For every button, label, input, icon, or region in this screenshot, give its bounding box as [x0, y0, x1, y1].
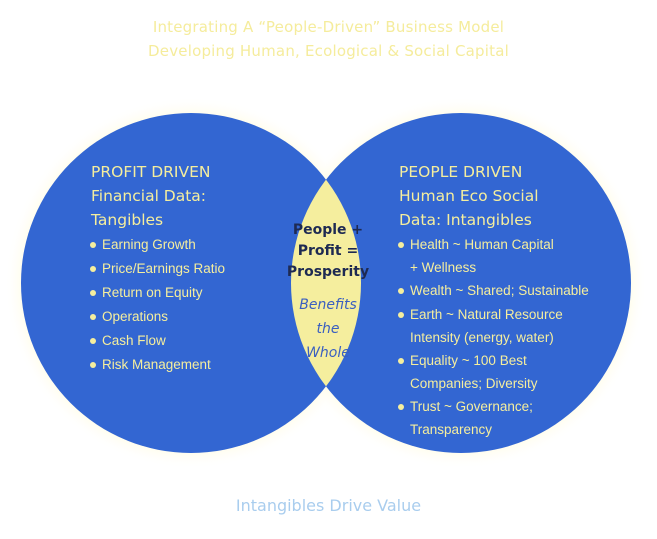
left-heading-line2: Financial Data: — [91, 187, 207, 205]
equation-line1: People + — [292, 222, 364, 238]
list-item: Return on Equity — [90, 281, 225, 305]
list-item-continuation: Transparency — [410, 422, 493, 437]
left-heading-line1: PROFIT DRIVEN — [91, 163, 211, 181]
bullet-icon — [398, 288, 404, 294]
list-item: Trust ~ Governance; Transparency — [398, 395, 589, 441]
right-circle-people-driven — [291, 113, 631, 453]
bullet-icon — [90, 242, 96, 248]
list-item: Operations — [90, 305, 225, 329]
bullet-icon — [90, 266, 96, 272]
left-heading: PROFIT DRIVEN Financial Data: Tangibles — [91, 160, 210, 232]
equation-line3: Prosperity — [286, 264, 370, 280]
diagram-subtitle-line2: Developing Human, Ecological & Social Ca… — [148, 42, 509, 60]
list-item: Health ~ Human Capital + Wellness — [398, 233, 589, 279]
right-heading-line1: PEOPLE DRIVEN — [399, 163, 523, 181]
bullet-icon — [398, 242, 404, 248]
right-heading-line3: Data: Intangibles — [399, 211, 532, 229]
bullet-icon — [90, 338, 96, 344]
list-item-text: Return on Equity — [102, 285, 203, 300]
list-item-text: Trust ~ Governance; — [410, 399, 533, 414]
bullet-icon — [90, 290, 96, 296]
list-item-continuation: Companies; Diversity — [410, 376, 538, 391]
bullet-icon — [398, 404, 404, 410]
bullet-icon — [90, 362, 96, 368]
benefit-line1: Benefits — [299, 297, 357, 313]
benefit-text: Benefits the Whole — [268, 293, 388, 365]
list-item-text: Operations — [102, 309, 169, 324]
right-heading-line2: Human Eco Social — [399, 187, 539, 205]
bullet-icon — [398, 312, 404, 318]
intersection-text: People + Profit = Prosperity Benefits th… — [268, 220, 388, 365]
list-item-text: Price/Earnings Ratio — [102, 261, 226, 276]
list-item-text: Earning Growth — [102, 237, 196, 252]
list-item: Cash Flow — [90, 329, 225, 353]
list-item: Risk Management — [90, 353, 225, 377]
list-item-text: Wealth ~ Shared; Sustainable — [410, 283, 589, 298]
left-circle-profit-driven — [21, 113, 361, 453]
right-bullet-list: Health ~ Human Capital + Wellness Wealth … — [398, 233, 589, 441]
left-bullet-list: Earning Growth Price/Earnings Ratio Retu… — [90, 233, 225, 377]
right-heading: PEOPLE DRIVEN Human Eco Social Data: Int… — [399, 160, 539, 232]
list-item-text: Health ~ Human Capital — [410, 237, 554, 252]
bullet-icon — [90, 314, 96, 320]
list-item-text: Risk Management — [102, 357, 211, 372]
diagram-title-line1: Integrating A “People-Driven” Business M… — [152, 18, 505, 36]
list-item-text: Equality ~ 100 Best — [410, 353, 527, 368]
left-heading-line3: Tangibles — [91, 211, 164, 229]
list-item-text: Cash Flow — [102, 333, 166, 348]
list-item: Price/Earnings Ratio — [90, 257, 225, 281]
list-item: Earning Growth — [90, 233, 225, 257]
equation-line2: Profit = — [297, 243, 359, 259]
list-item-continuation: Intensity (energy, water) — [410, 330, 554, 345]
list-item-text: Earth ~ Natural Resource — [410, 307, 563, 322]
footer-caption: Intangibles Drive Value — [235, 496, 422, 515]
bullet-icon — [398, 358, 404, 364]
benefit-line3: Whole — [306, 345, 350, 361]
list-item: Wealth ~ Shared; Sustainable — [398, 279, 589, 303]
benefit-line2: the — [316, 321, 340, 337]
list-item-continuation: + Wellness — [410, 260, 477, 275]
